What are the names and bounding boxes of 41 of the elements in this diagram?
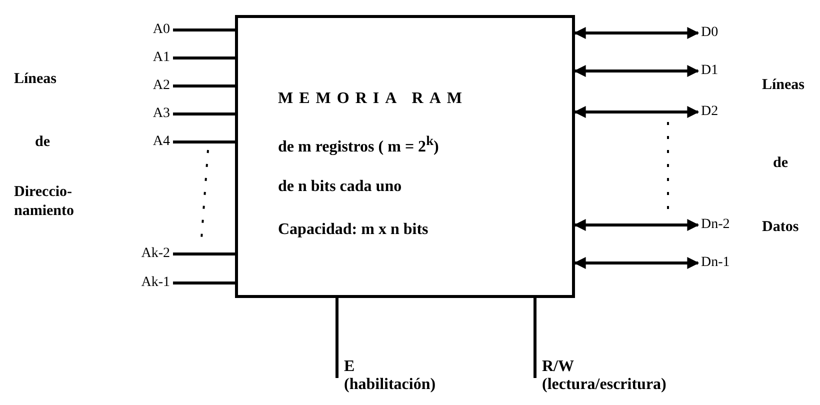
signal-line	[173, 252, 235, 256]
double-arrow	[574, 65, 700, 77]
signal-line	[173, 140, 235, 144]
pin-label: A0	[118, 22, 173, 38]
pin-label: A2	[118, 78, 173, 94]
memory-title: MEMORIA RAM	[278, 90, 468, 108]
group-label: Datos	[762, 218, 799, 237]
pin-label: Dn-2	[698, 217, 748, 233]
group-label: Líneas	[14, 70, 57, 89]
double-arrow	[574, 219, 700, 231]
capacity-text: Capacidad: m x n bits	[278, 221, 428, 239]
signal-name: R/W	[542, 358, 575, 376]
signal-line	[173, 28, 235, 32]
signal-line	[173, 112, 235, 116]
double-arrow	[574, 27, 700, 39]
signal-line	[173, 282, 235, 284]
signal-line	[173, 56, 235, 60]
signal-line	[173, 84, 235, 88]
pin-label: Ak-2	[118, 246, 173, 262]
signal-line	[336, 298, 338, 378]
pin-label: A4	[118, 134, 173, 150]
double-arrow	[574, 106, 700, 118]
double-arrow	[574, 257, 700, 269]
group-label: de	[773, 154, 788, 173]
word-size-text: de n bits cada uno	[278, 178, 402, 196]
signal-description: (habilitación)	[344, 376, 437, 394]
pin-label: Dn-1	[698, 255, 748, 271]
pin-label: A3	[118, 106, 173, 122]
register-count-text: de m registros ( m = 2$^{k}$)	[278, 133, 439, 156]
group-label: Líneas	[762, 76, 805, 95]
group-label: de	[35, 133, 50, 152]
signal-line	[534, 298, 536, 378]
pin-label: A1	[118, 50, 173, 66]
pin-label: D2	[698, 104, 748, 120]
memory-block	[235, 15, 575, 298]
signal-name: E	[344, 358, 356, 376]
group-label: Direccio- namiento	[14, 183, 75, 221]
pin-label: D1	[698, 63, 748, 79]
signal-description: (lectura/escritura)	[542, 376, 668, 394]
pin-label: Ak-1	[118, 275, 173, 291]
pin-label: D0	[698, 25, 748, 41]
